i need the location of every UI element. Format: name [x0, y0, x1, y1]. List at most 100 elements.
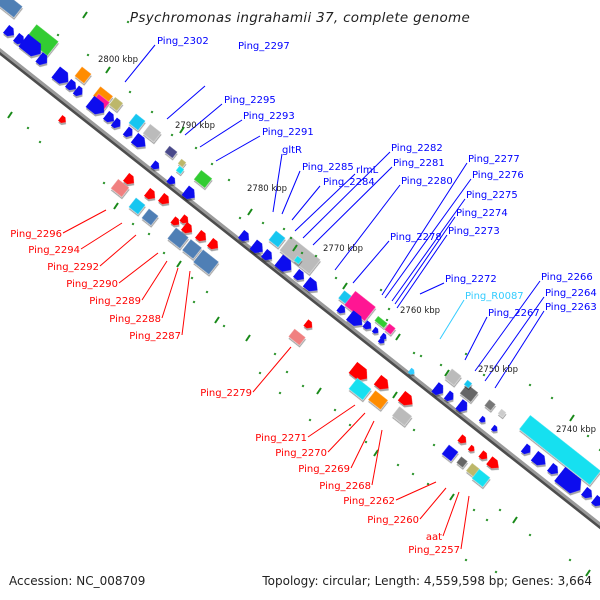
tick-mark: [214, 316, 220, 324]
gene-label: Ping_2293: [243, 111, 295, 122]
gene-arrow-body: [102, 110, 114, 123]
gene-label: Ping_2275: [466, 190, 518, 201]
tick-mark: [426, 482, 430, 486]
gene-block-body: [383, 322, 397, 336]
gene-arrow: [143, 187, 155, 200]
gene-block-body: [374, 315, 388, 329]
gene-block-body: [391, 405, 413, 427]
gene-arrow: [336, 304, 346, 314]
tick-mark: [147, 232, 151, 236]
gene-label: Ping_2270: [275, 448, 327, 459]
gene-arrow: [110, 117, 121, 129]
tick-mark: [210, 162, 214, 166]
leader-line: [460, 495, 470, 550]
leader-line: [281, 170, 301, 215]
leader-line: [474, 280, 541, 372]
gene-arrow: [180, 221, 192, 234]
tick-mark: [412, 428, 416, 432]
tick-mark: [179, 126, 185, 134]
gene-arrow-body: [180, 221, 192, 234]
gene-arrow-body: [520, 443, 531, 455]
gene-arrow-body: [346, 310, 363, 326]
gene-block: [193, 169, 213, 189]
leader-line: [302, 151, 391, 239]
tick-mark: [261, 221, 265, 225]
gene-arrow: [407, 367, 415, 375]
tick-mark: [126, 20, 130, 24]
gene-arrow: [554, 466, 582, 494]
gene-arrow: [166, 175, 176, 185]
gene-arrow: [443, 390, 454, 402]
gene-block-body: [175, 165, 185, 175]
gene-arrow: [530, 450, 546, 466]
gene-arrow: [397, 390, 413, 406]
gene-label: Ping_2282: [391, 143, 443, 154]
leader-line: [352, 240, 390, 284]
gene-block-body: [141, 208, 159, 226]
tick-mark: [247, 208, 253, 216]
gene-block-body: [287, 328, 307, 346]
tick-mark: [385, 318, 389, 322]
gene-arrow: [122, 126, 133, 138]
tick-mark: [472, 508, 476, 512]
gene-arrow: [377, 336, 385, 344]
gene-label: Ping_2260: [367, 515, 419, 526]
gene-block-body: [142, 123, 162, 143]
gene-arrow: [467, 444, 475, 452]
gene-arrow-body: [530, 450, 546, 466]
gene-arrow: [457, 434, 467, 444]
gene-arrow-body: [336, 304, 346, 314]
gene-block: [497, 408, 507, 418]
gene-arrow-body: [431, 382, 444, 396]
tick-mark: [128, 90, 132, 94]
gene-arrow: [431, 382, 444, 396]
scale-label: 2790 kbp: [175, 121, 215, 131]
tick-mark: [86, 53, 90, 57]
tick-mark: [392, 391, 398, 399]
backbone: [0, 48, 600, 530]
gene-arrow: [292, 268, 304, 281]
tick-mark: [432, 443, 436, 447]
gene-block: [142, 123, 162, 143]
leader-line: [118, 252, 159, 284]
tick-mark: [113, 202, 119, 210]
tick-mark: [194, 146, 198, 150]
tick-mark: [444, 369, 450, 377]
gene-block-body: [128, 197, 146, 215]
leader-lines: [62, 44, 545, 550]
tick-mark: [278, 391, 282, 395]
gene-arrow-body: [237, 229, 249, 242]
gene-label: Ping_R0087: [465, 291, 524, 302]
leader-line: [272, 153, 283, 213]
tick-mark: [373, 449, 379, 457]
leader-line: [464, 316, 488, 361]
gene-arrow: [51, 66, 69, 84]
gene-label: Ping_2276: [472, 170, 524, 181]
tick-mark: [238, 216, 242, 220]
gene-block: [74, 66, 92, 84]
gene-block: [463, 379, 473, 389]
gene-arrow-body: [170, 216, 180, 226]
gene-arrow: [237, 229, 249, 242]
leader-line: [494, 310, 545, 389]
gene-block: [483, 398, 497, 412]
leader-line: [394, 216, 456, 305]
tick-mark: [412, 351, 416, 355]
gene-block-body: [108, 96, 124, 112]
tick-mark: [396, 463, 400, 467]
tick-mark: [316, 387, 322, 395]
gene-arrow-body: [51, 66, 69, 84]
gene-block-body: [128, 113, 146, 131]
scale-label: 2760 kbp: [400, 306, 440, 316]
gene-arrow-body: [478, 415, 486, 423]
gene-arrow-body: [546, 462, 558, 475]
leader-line: [334, 184, 401, 271]
gene-arrow: [102, 110, 114, 123]
gene-label: Ping_2274: [456, 208, 508, 219]
gene-block-body: [166, 227, 190, 249]
gene-block: [110, 178, 130, 198]
gene-label: Ping_2263: [545, 302, 597, 313]
scale-label: 2800 kbp: [98, 55, 138, 65]
gene-arrow-body: [455, 399, 468, 413]
